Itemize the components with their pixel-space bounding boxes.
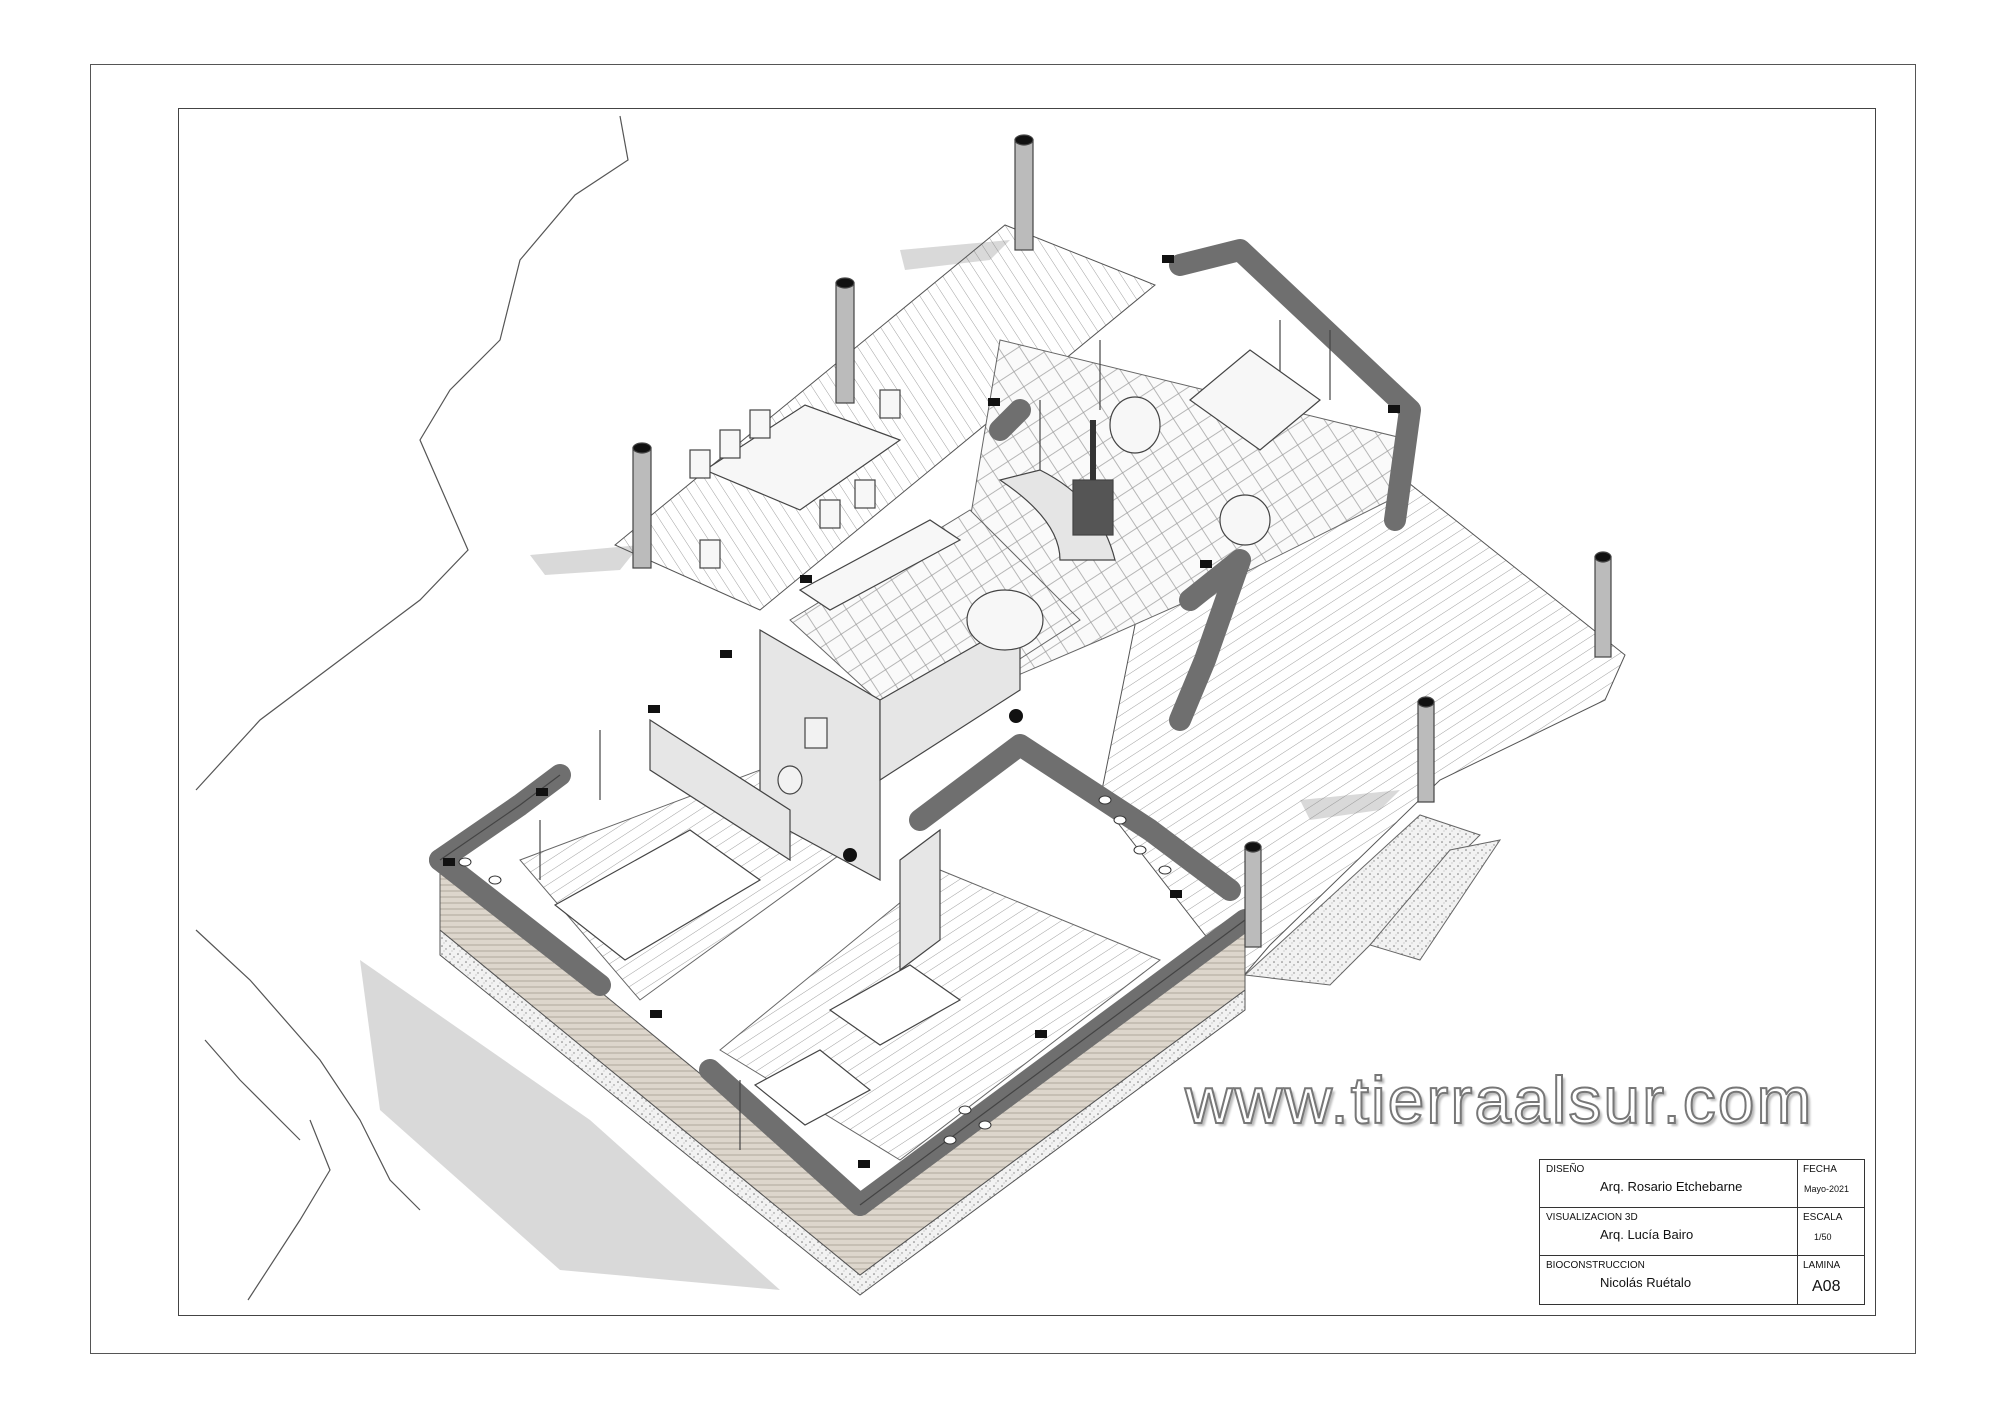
wall-tops [429, 239, 1421, 1216]
armchair [1109, 396, 1161, 454]
sheet-number: A08 [1812, 1278, 1841, 1295]
dining-chair [689, 449, 711, 479]
title-block-row-design: DISEÑO Arq. Rosario Etchebarne FECHA May… [1540, 1160, 1864, 1208]
curved-wall [998, 469, 1116, 561]
visualization-label: VISUALIZACION 3D [1546, 1212, 1638, 1223]
sofa [1189, 349, 1321, 451]
title-block-row-visualization: VISUALIZACION 3D Arq. Lucía Bairo ESCALA… [1540, 1208, 1864, 1256]
deck-ramp [1369, 839, 1502, 961]
bed-1 [553, 829, 762, 961]
bed-2 [828, 964, 962, 1046]
visualization-value: Arq. Lucía Bairo [1600, 1227, 1694, 1242]
dining-chair [879, 389, 901, 419]
dining-table [703, 404, 902, 511]
beds [553, 829, 962, 1126]
kitchen-counter [798, 519, 962, 611]
wall-top-highlights [439, 774, 1246, 1206]
website-watermark: www.tierraalsur.com [1184, 1062, 1814, 1138]
deck-posts [632, 134, 1612, 948]
dining-set [689, 389, 902, 569]
wood-stove [1072, 479, 1114, 536]
dining-chair [719, 429, 741, 459]
dining-chair [749, 409, 771, 439]
bathroom-fixtures [777, 717, 828, 795]
date-label: FECHA [1803, 1164, 1837, 1175]
title-block: DISEÑO Arq. Rosario Etchebarne FECHA May… [1539, 1159, 1865, 1305]
dining-chair [819, 499, 841, 529]
sheet-label: LAMINA [1803, 1260, 1841, 1271]
deck-steps [1243, 814, 1481, 986]
design-label: DISEÑO [1546, 1164, 1585, 1175]
bottle-windows [458, 795, 1172, 1145]
title-block-row-bioconstruction: BIOCONSTRUCCION Nicolás Ruétalo LAMINA A… [1540, 1256, 1864, 1304]
design-value: Arq. Rosario Etchebarne [1600, 1179, 1743, 1194]
toilet [777, 765, 803, 795]
sheet-outer-border [90, 64, 1916, 1354]
bioconstruction-value: Nicolás Ruétalo [1600, 1275, 1692, 1290]
dining-chair [854, 479, 876, 509]
wall-corner-caps [443, 255, 1400, 1168]
round-table [966, 589, 1044, 651]
bed-3 [753, 1049, 872, 1126]
living-furniture [798, 349, 1321, 651]
interior-partitions [649, 618, 1021, 972]
bioconstruction-label: BIOCONSTRUCCION [1546, 1260, 1645, 1271]
armchair [1219, 494, 1271, 546]
partition-post-dots [843, 709, 1023, 862]
scale-label: ESCALA [1803, 1212, 1843, 1223]
date-value: Mayo-2021 [1804, 1184, 1850, 1194]
sink [804, 717, 828, 749]
dining-chair [699, 539, 721, 569]
scale-value: 1/50 [1814, 1232, 1832, 1242]
glazing [539, 320, 1331, 1150]
terrain-contours [195, 115, 629, 1301]
